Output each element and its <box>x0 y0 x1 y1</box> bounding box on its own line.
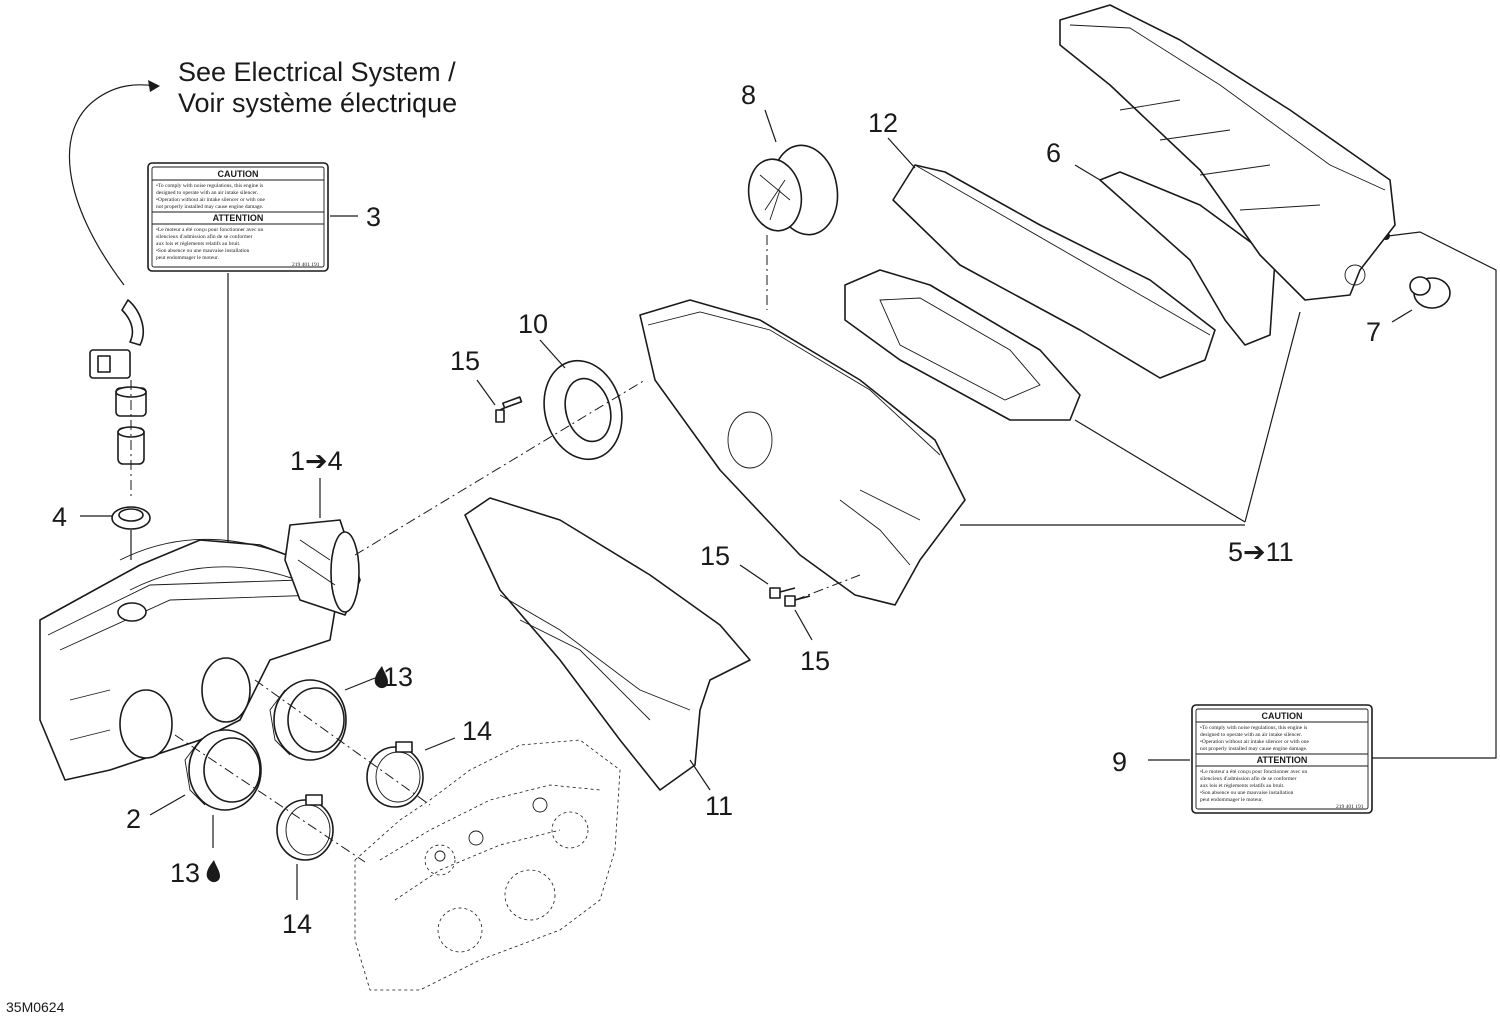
electrical-note-arrow <box>68 84 156 286</box>
svg-text:•Son absence ou une mauvaise i: •Son absence ou une mauvaise installatio… <box>1200 790 1294 796</box>
caution-label-3: CAUTION •To comply with noise regulation… <box>147 162 329 272</box>
callout-13-bottom: 13 <box>170 858 200 888</box>
silencer-cover-11 <box>464 497 751 791</box>
clamp-14-lower <box>276 794 334 861</box>
callout-10: 9 <box>1112 747 1127 777</box>
svg-text:219 401 191: 219 401 191 <box>1336 804 1364 810</box>
sleeve-13 <box>269 679 347 761</box>
svg-text:•To comply with noise regulati: •To comply with noise regulations, this … <box>1200 725 1307 731</box>
callout-15-left: 15 <box>450 346 480 376</box>
callout-14-lower: 14 <box>282 909 312 939</box>
top-silencer-housing <box>1059 4 1396 301</box>
svg-text:designed to operate with an ai: designed to operate with an air intake s… <box>1200 732 1303 738</box>
svg-text:silencieux d'admission afin de: silencieux d'admission afin de se confor… <box>1200 775 1297 782</box>
sleeve-2 <box>184 729 262 811</box>
callout-5to11: 5➔11 <box>1228 537 1294 567</box>
upper-silencer-body <box>639 299 966 606</box>
callout-13-top: 13 <box>383 662 413 692</box>
svg-text:aux lois et règlements relatif: aux lois et règlements relatifs au bruit… <box>1200 782 1285 789</box>
callout-11: 11 <box>705 791 733 821</box>
svg-text:ATTENTION: ATTENTION <box>1257 755 1308 765</box>
seal-9 <box>543 359 623 461</box>
callout-15-center-upper: 15 <box>700 541 730 571</box>
lower-air-box <box>39 538 341 781</box>
sensor-assembly <box>89 299 147 500</box>
screw-15-center-lower <box>784 595 811 607</box>
svg-text:peut endommager le moteur.: peut endommager le moteur. <box>1200 797 1264 803</box>
electrical-system-note-line2: Voir système électrique <box>178 88 457 118</box>
electrical-system-note-line1: See Electrical System / <box>178 57 456 87</box>
callout-1to4: 1➔4 <box>290 446 343 476</box>
callout-7: 7 <box>1366 317 1381 347</box>
grommet-4 <box>111 506 151 530</box>
svg-text:aux lois et règlements relatif: aux lois et règlements relatifs au bruit… <box>156 240 241 247</box>
screw-15-center-upper <box>769 587 796 599</box>
callout-14-upper: 14 <box>462 716 492 746</box>
svg-text:•Operation without air intake: •Operation without air intake silencer o… <box>156 197 266 203</box>
screw-15-left <box>495 396 523 423</box>
intake-adapter <box>284 519 361 616</box>
callout-9: 10 <box>518 309 548 339</box>
liquid-drop-icon <box>374 666 388 689</box>
callout-4: 4 <box>52 502 67 532</box>
svg-text:ATTENTION: ATTENTION <box>213 213 264 223</box>
callout-12: 12 <box>868 108 898 138</box>
svg-text:not properly installed may cau: not properly installed may cause engine … <box>1200 746 1308 752</box>
liquid-drop-icon <box>206 860 220 883</box>
engine-phantom <box>354 739 621 991</box>
intake-tray <box>844 269 1081 421</box>
clamp-14-upper <box>366 741 424 808</box>
flame-arrester-8 <box>747 144 839 236</box>
svg-text:•Le moteur a été conçu pour fo: •Le moteur a été conçu pour fonctionner … <box>156 226 264 233</box>
callout-2: 2 <box>126 804 141 834</box>
callout-6: 6 <box>1046 138 1061 168</box>
svg-text:designed to operate with an ai: designed to operate with an air intake s… <box>156 190 259 196</box>
caution-label-10: CAUTION •To comply with noise regulation… <box>1191 704 1373 814</box>
foam-strip-6 <box>1099 171 1276 346</box>
svg-text:219 401 191: 219 401 191 <box>292 262 320 268</box>
svg-text:silencieux d'admission afin de: silencieux d'admission afin de se confor… <box>156 233 253 240</box>
svg-text:CAUTION: CAUTION <box>218 169 259 179</box>
foam-pad-12 <box>892 164 1216 379</box>
svg-text:not properly installed may cau: not properly installed may cause engine … <box>156 204 264 210</box>
electrical-note-arrowhead <box>148 80 160 92</box>
svg-text:peut endommager le moteur.: peut endommager le moteur. <box>156 255 220 261</box>
svg-text:•Le moteur a été conçu pour fo: •Le moteur a été conçu pour fonctionner … <box>1200 768 1308 775</box>
svg-text:•Operation without air intake: •Operation without air intake silencer o… <box>1200 739 1310 745</box>
svg-text:•To comply with noise regulati: •To comply with noise regulations, this … <box>156 183 263 189</box>
svg-text:CAUTION: CAUTION <box>1262 711 1303 721</box>
plug-7 <box>1409 276 1451 309</box>
svg-text:•Son absence ou une mauvaise i: •Son absence ou une mauvaise installatio… <box>156 248 250 254</box>
reference-code: 35M0624 <box>6 999 65 1015</box>
callout-3: 3 <box>366 202 381 232</box>
callout-15-center-lower: 15 <box>800 646 830 676</box>
callout-8: 8 <box>741 80 756 110</box>
